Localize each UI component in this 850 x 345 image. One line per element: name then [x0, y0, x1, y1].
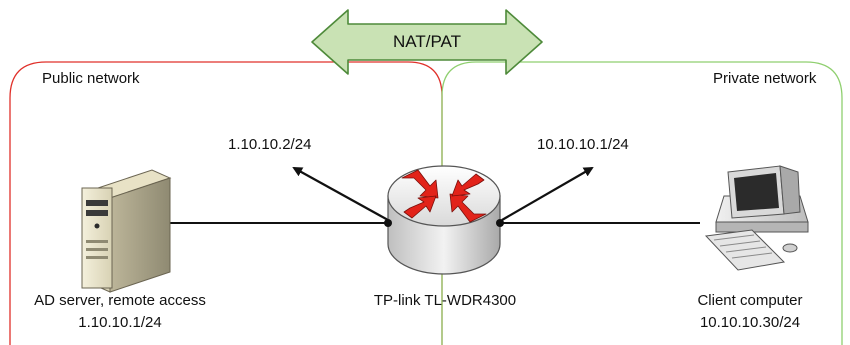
public-interface-ip: 1.10.10.2/24	[228, 136, 312, 153]
public-interface-arrow	[292, 167, 389, 221]
client-name: Client computer	[697, 292, 803, 309]
nat-pat-double-arrow	[311, 9, 543, 75]
public-network-label: Public network	[42, 70, 140, 87]
public-network-zone	[9, 61, 443, 345]
private-interface-ip: 10.10.10.1/24	[537, 136, 629, 153]
nat-pat-label: NAT/PAT	[393, 32, 461, 51]
public-interface-dot	[384, 219, 392, 227]
server-icon	[81, 169, 172, 293]
desktop-computer-icon	[704, 165, 809, 271]
server-name: AD server, remote access	[34, 292, 206, 309]
private-interface-dot	[496, 219, 504, 227]
router-name: TP-link TL-WDR4300	[373, 292, 517, 309]
private-network-label: Private network	[713, 70, 817, 87]
server-ip: 1.10.10.1/24	[78, 314, 162, 331]
client-ip: 10.10.10.30/24	[699, 314, 801, 331]
private-interface-arrow	[501, 166, 594, 221]
private-network-zone	[441, 61, 843, 345]
router-icon	[387, 165, 501, 275]
